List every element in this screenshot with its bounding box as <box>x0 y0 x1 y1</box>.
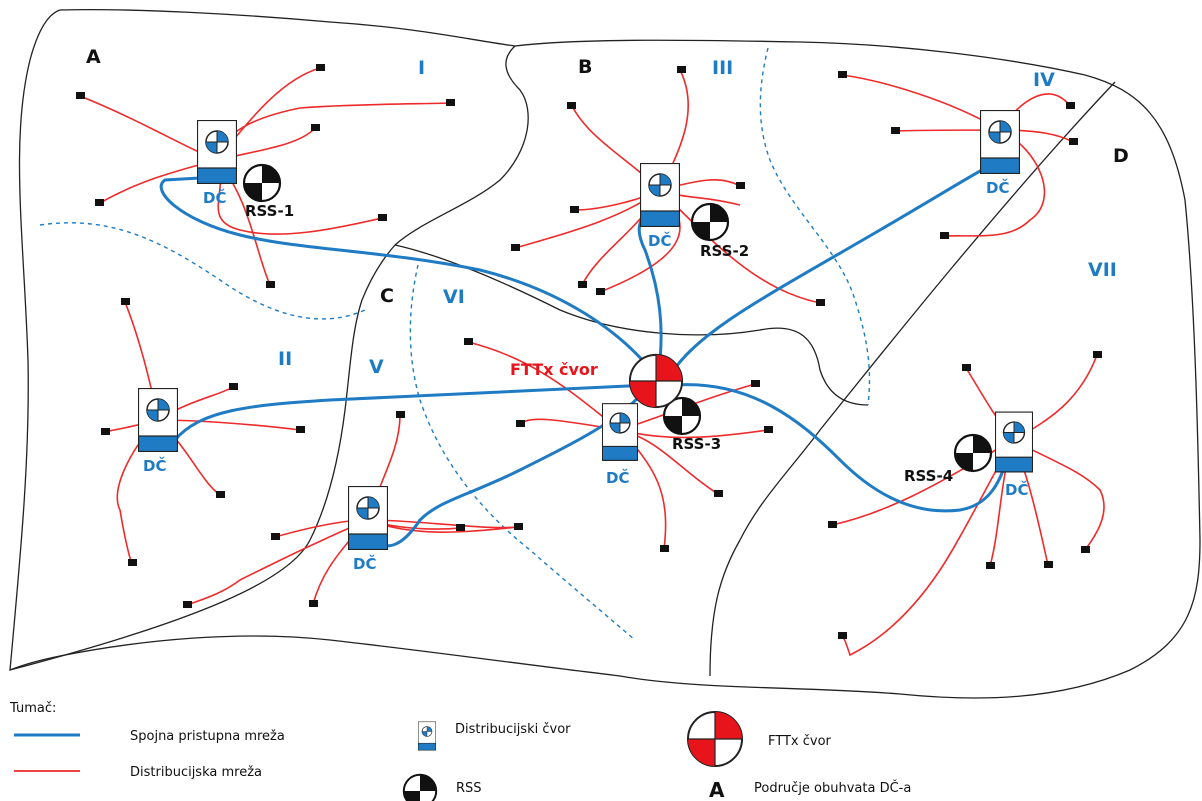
zone-label-v: V <box>369 356 384 378</box>
legend-rss-icon <box>402 773 438 801</box>
boundary-area-a <box>9 45 529 671</box>
distribution-network <box>79 67 1105 657</box>
zone-label-ii: II <box>278 348 292 370</box>
dc-node-3 <box>980 110 1020 174</box>
legend-rss-label: RSS <box>456 781 482 796</box>
dc-node-4 <box>138 388 178 452</box>
legend-area-letter: A <box>709 778 725 801</box>
legend-fttx-icon <box>687 711 743 767</box>
area-label-c: C <box>380 285 394 307</box>
dashed-boundary-i-ii <box>39 222 366 320</box>
rss-label-2: RSS-2 <box>700 242 749 260</box>
area-label-a: A <box>86 46 101 68</box>
dc-label-6: DČ <box>606 468 629 487</box>
dashed-boundaries <box>39 47 871 641</box>
dashed-boundary-iii-iv <box>759 47 871 406</box>
legend-distribucijska-label: Distribucijska mreža <box>130 765 262 780</box>
dashed-boundary-v-vi <box>409 264 636 641</box>
boundary-area-d <box>709 81 1116 677</box>
zone-label-iv: IV <box>1033 69 1055 91</box>
area-label-b: B <box>578 56 592 78</box>
dc-label-1: DČ <box>203 188 226 207</box>
dc-label-4: DČ <box>143 456 166 475</box>
rss-label-3: RSS-3 <box>672 435 721 453</box>
dc-node-1 <box>197 120 237 184</box>
zone-label-vi: VI <box>443 286 465 308</box>
legend: Tumač: Spojna pristupna mreža Distribuci… <box>9 701 911 801</box>
legend-distribucijski-cvor-label: Distribucijski čvor <box>455 722 571 737</box>
end-points <box>76 64 1102 639</box>
dc-node-5 <box>348 486 388 550</box>
dc-label-3: DČ <box>986 178 1009 197</box>
fttx-node <box>628 353 684 409</box>
legend-podrucje-label: Područje obuhvata DČ-a <box>754 780 911 796</box>
fttx-label: FTTx čvor <box>510 360 598 379</box>
legend-fttx-label: FTTx čvor <box>768 734 832 749</box>
dc-label-7: DČ <box>1005 480 1028 499</box>
rss-label-4: RSS-4 <box>904 467 953 485</box>
area-label-d: D <box>1113 145 1129 167</box>
rss-node-1 <box>242 163 282 203</box>
legend-dc-icon <box>418 721 436 751</box>
dc-node-2 <box>640 163 680 227</box>
outer-boundary <box>9 8 1201 699</box>
dc-label-2: DČ <box>648 231 671 250</box>
zone-label-iii: III <box>712 57 733 79</box>
dc-label-5: DČ <box>353 554 376 573</box>
dc-node-7 <box>995 411 1033 473</box>
legend-spojna-label: Spojna pristupna mreža <box>130 729 285 744</box>
rss-node-2 <box>690 202 730 242</box>
rss-node-4 <box>953 433 993 473</box>
zone-label-vii: VII <box>1088 259 1117 281</box>
dc-node-6 <box>602 402 638 462</box>
zone-label-i: I <box>418 57 425 79</box>
legend-title: Tumač: <box>9 701 56 716</box>
area-boundaries <box>9 8 1201 699</box>
rss-label-1: RSS-1 <box>245 202 294 220</box>
